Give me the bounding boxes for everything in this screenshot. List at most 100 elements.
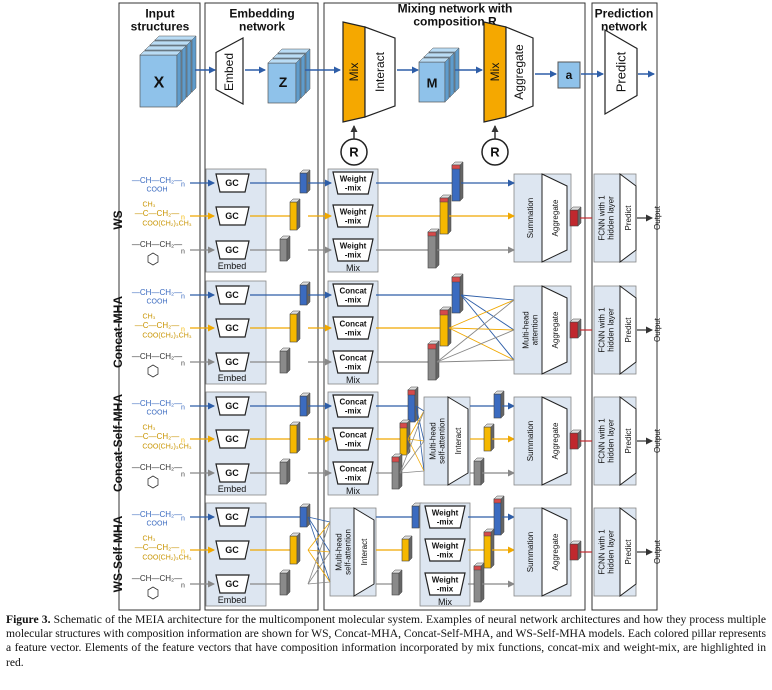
repeat-unit-n: n: [181, 293, 185, 300]
prediction-column-frame: [591, 2, 658, 611]
monomer-structure: [147, 364, 159, 378]
pillar-mix-highlight: [391, 456, 400, 463]
overview-aggregate-block: [505, 26, 534, 118]
attention-line: [307, 521, 331, 585]
gc-block: [215, 352, 250, 372]
aggregated-feature-pillar: [569, 209, 579, 227]
mix-function-block: [332, 461, 374, 485]
pillar-side: [435, 340, 440, 381]
pillar-side: [435, 228, 440, 269]
pillar-side: [306, 503, 311, 528]
mixed-feature-pillar: [473, 565, 482, 603]
attention-line: [436, 359, 515, 363]
pillar-side: [447, 194, 452, 235]
input-x-label: X: [154, 75, 165, 92]
mix-function-block: [332, 283, 374, 307]
predict-label: Predict: [624, 539, 633, 565]
pillar-mix-highlight: [483, 531, 492, 537]
pillar-side: [306, 392, 311, 417]
overview-mix-label: Mix: [347, 63, 361, 82]
embedded-feature-pillar: [289, 313, 298, 343]
mix-function-label: Concat-mix: [339, 286, 366, 304]
embedded-feature-pillar: [279, 350, 288, 374]
stack-side: [295, 58, 301, 104]
interact-trapezoid: [353, 507, 375, 597]
pillar-mix-highlight: [399, 422, 408, 429]
embed-label: Embed: [218, 595, 247, 605]
gc-block: [215, 240, 250, 260]
overview-embed-block: [215, 36, 244, 106]
pillar-mix-highlight: [451, 164, 461, 170]
pillar-side: [286, 569, 291, 596]
overview-interact-label: Interact: [373, 51, 387, 92]
attention-line: [399, 470, 425, 474]
mix-function-label: Concat-mix: [339, 464, 366, 482]
pillar-mix-highlight: [427, 231, 437, 237]
mix-function-label: Concat-mix: [339, 353, 366, 371]
embedded-feature-pillar: [279, 461, 288, 485]
aggregate-function-label: Summation: [526, 198, 535, 238]
mixed-feature-pillar: [451, 164, 461, 202]
stack-side: [444, 57, 450, 103]
pillar-mix-highlight: [451, 276, 461, 283]
stack-top: [144, 45, 187, 51]
pillar-side: [480, 562, 485, 603]
overview-predict-block: [604, 28, 638, 116]
fcnn-label: FCNN with 1hidden layer: [597, 418, 615, 464]
gc-block: [215, 463, 250, 483]
pillar-side: [459, 273, 464, 314]
molecule-main-chain: —C—CH₂—: [135, 543, 179, 552]
attention-line: [436, 299, 515, 363]
embed-label: Embed: [218, 484, 247, 494]
stack-top: [267, 58, 301, 64]
attention-line: [448, 327, 515, 331]
mixing-m-stack: [418, 47, 460, 103]
stack-top: [428, 47, 460, 53]
pillar-side: [577, 540, 582, 561]
mix-function-label: Weight-mix: [432, 541, 459, 559]
molecule-main-chain: —C—CH₂—: [135, 432, 179, 441]
mixed-feature-pillar: [439, 197, 449, 235]
molecule-main-chain: —CH—CH₂—: [132, 510, 182, 519]
mixed-feature-pillar: [483, 531, 492, 569]
gc-block: [215, 206, 250, 226]
input-x-stack: [139, 35, 197, 108]
caption-text: Schematic of the MEIA architecture for t…: [6, 613, 766, 669]
stack-sheet: [139, 54, 178, 108]
predict-trapezoid: [619, 173, 637, 263]
interacted-feature-pillar: [493, 393, 502, 419]
mix-function-label: Weight-mix: [340, 174, 367, 192]
molecule-substituent: COO(CH₂)₃CH₃: [142, 332, 191, 339]
mixed-feature-pillar: [439, 309, 449, 347]
gc-block: [215, 396, 250, 416]
molecule-main-chain: —CH—CH₂—: [132, 176, 182, 185]
pillar-side: [408, 535, 413, 562]
molecule-substituent: COOH: [147, 186, 168, 193]
stack-sheet: [267, 62, 297, 104]
row-label: WS-Self-MHA: [111, 515, 125, 592]
aggregate-trapezoid: [541, 396, 568, 486]
pillar-mix-highlight: [493, 498, 502, 504]
repeat-unit-n: n: [181, 582, 185, 589]
molecule-main-chain: —CH—CH₂—: [132, 399, 182, 408]
gc-label: GC: [225, 401, 239, 411]
mix-function-block: [332, 350, 374, 374]
aggregate-trapezoid: [541, 507, 568, 597]
mix-function-block: [332, 171, 374, 195]
self-attention-label: Multi-headself-attention: [428, 418, 446, 464]
mixing-column-frame: [323, 2, 586, 611]
interact-label: Interact: [454, 427, 463, 454]
pillar-side: [306, 169, 311, 194]
benzene-ring-icon: [147, 252, 159, 266]
output-label: Output: [653, 539, 662, 564]
molecule-substituent: COOH: [147, 520, 168, 527]
gc-label: GC: [225, 357, 239, 367]
fcnn-label: FCNN with 1hidden layer: [597, 195, 615, 241]
stack-side: [176, 50, 182, 108]
overview-interact-block: [364, 26, 396, 118]
molecule-main-chain: —CH—CH₂—: [132, 288, 182, 297]
mix-function-block: [332, 316, 374, 340]
attention-line: [460, 294, 515, 301]
